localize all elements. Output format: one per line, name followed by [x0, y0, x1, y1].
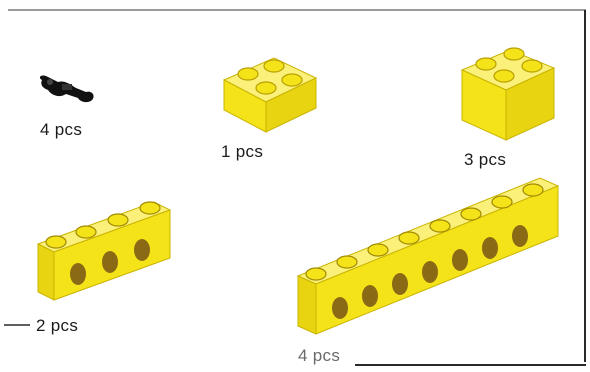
- black-connector-pin-icon: [39, 75, 94, 103]
- part-black-pin-quantity: 4 pcs: [40, 120, 83, 139]
- part-brick-2x2: [458, 40, 558, 147]
- part-technic-brick-1x8-quantity: 4 pcs: [298, 346, 341, 365]
- yellow-technic-brick-1x8-icon: [296, 177, 560, 335]
- yellow-technic-brick-1x4-icon: [36, 201, 172, 301]
- yellow-brick-2x2-icon: [460, 47, 556, 141]
- part-black-pin: [36, 70, 98, 115]
- part-technic-brick-1x4: [34, 194, 174, 309]
- part-technic-brick-1x8: [294, 174, 564, 345]
- part-brick-2x2-quantity: 3 pcs: [464, 150, 507, 169]
- part-plate-2x2-quantity: 1 pcs: [221, 142, 264, 161]
- part-plate-2x2: [222, 52, 318, 143]
- part-technic-brick-1x4-quantity: 2 pcs: [36, 316, 79, 335]
- yellow-plate-2x2-icon: [222, 57, 318, 133]
